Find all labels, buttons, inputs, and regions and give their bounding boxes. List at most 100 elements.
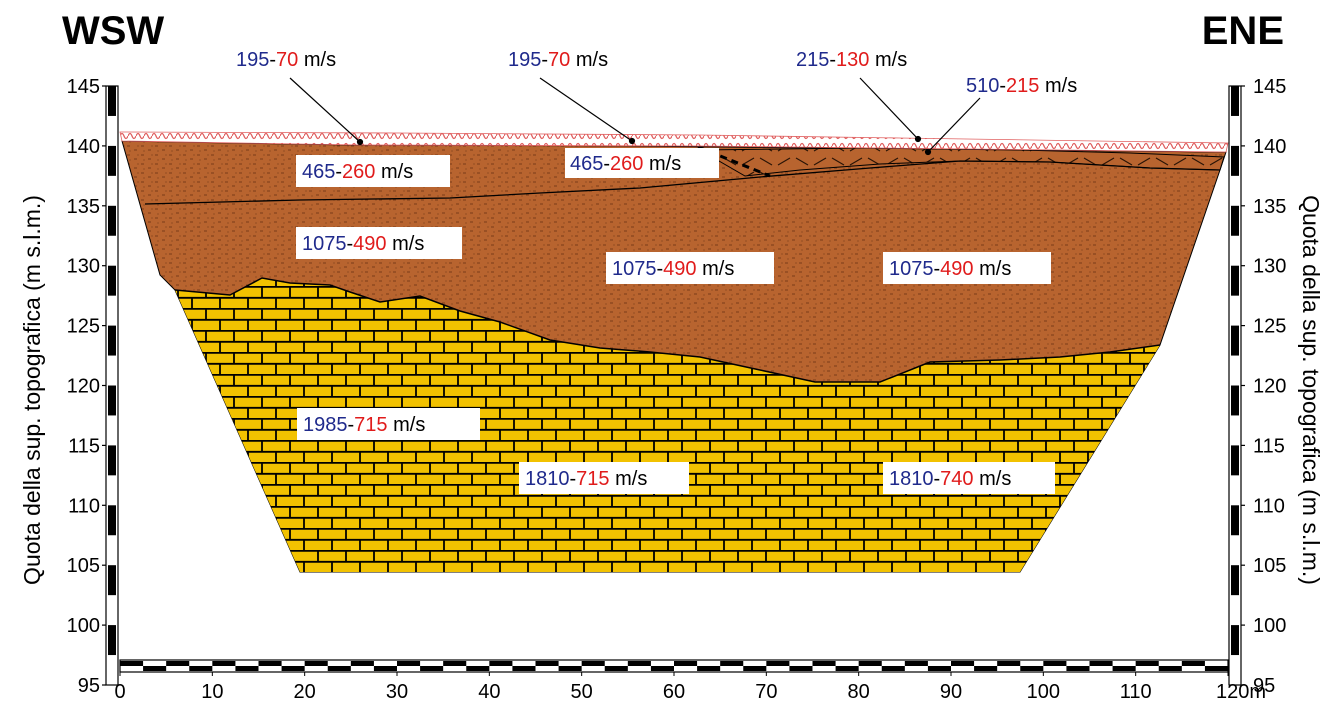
x-tick-label: 60 [663,681,685,703]
scale-bar-segment [1231,445,1239,476]
y-tick-label: 130 [1253,256,1286,278]
scale-bar-segment [108,86,116,116]
x-scale-bar-segment [951,661,975,666]
scale-bar-segment [1231,86,1239,116]
scale-bar-segment [108,145,116,176]
scale-bar-segment [108,265,116,296]
x-scale-bar-segment [881,666,905,671]
surface-cover [119,131,1229,153]
scale-bar-segment [1231,205,1239,236]
scale-bar-segment [1231,565,1239,596]
x-scale-bar-segment [1020,666,1044,671]
scale-bar-segment [108,625,116,656]
x-scale-bar-segment [674,661,698,666]
y-tick-label: 100 [1253,615,1286,637]
x-scale-bar-segment [581,661,605,666]
y-tick-label: 95 [1253,675,1275,697]
x-scale-bar-segment [974,666,998,671]
velocity-label: 195-70 m/s [236,49,336,71]
x-scale-bar-segment [512,666,536,671]
upper-boundary [144,160,1221,205]
scale-bar-segment [108,325,116,356]
x-scale-bar-segment [235,666,259,671]
x-scale-bar-segment [166,661,190,666]
y-tick-label: 105 [67,555,100,577]
x-scale-bar-segment [904,661,928,666]
x-scale-bar-segment [420,666,444,671]
y-axis-title-left: Quota della sup. topografica (m s.l.m.) [19,195,45,585]
x-scale-bar-segment [1112,666,1136,671]
y-tick-label: 125 [67,316,100,338]
scale-bar-segment [108,565,116,596]
velocity-labels: 195-70 m/s 195-70 m/s 215-130 m/s 510-21… [236,49,1077,490]
velocity-label: 465-260 m/s [302,161,413,183]
x-scale-bar-segment [766,661,790,666]
x-scale-bar-segment [1158,666,1182,671]
x-scale-bar-segment [1066,666,1090,671]
x-scale-bar-segment [489,661,513,666]
x-scale-bar-segment [304,661,328,666]
x-tick-label: 100 [1027,681,1060,703]
y-tick-label: 145 [1253,76,1286,98]
rock-bedrock [175,278,1160,572]
scale-bar-segment [1231,145,1239,176]
scale-bar-segment [1231,265,1239,296]
scale-bar-segment [1231,325,1239,356]
x-tick-label: 70 [755,681,777,703]
x-scale-bar-segment [143,666,167,671]
velocity-label: 1075-490 m/s [612,258,734,280]
x-scale-bar-segment [258,661,282,666]
y-tick-label: 135 [67,196,100,218]
y-tick-label: 140 [1253,136,1286,158]
y-tick-label: 120 [67,376,100,398]
x-tick-label: 10 [201,681,223,703]
x-tick-label: 30 [386,681,408,703]
x-scale-bar-segment [720,661,744,666]
velocity-label: 510-215 m/s [966,75,1077,97]
leader-lines [289,77,981,156]
scale-bar-segment [1231,625,1239,656]
y-tick-label: 110 [1253,495,1285,517]
x-scale-bar-segment [858,661,882,666]
x-scale-bar-segment [212,661,236,666]
x-tick-label: 50 [571,681,593,703]
x-scale-bar-segment [743,666,767,671]
scale-bar-segment [108,205,116,236]
x-scale-bar-segment [927,666,951,671]
velocity-label: 1810-715 m/s [525,468,647,490]
y-tick-label: 135 [1253,196,1286,218]
velocity-label: 1985-715 m/s [303,414,425,436]
x-tick-label: 80 [848,681,870,703]
x-scale-bar-segment [789,666,813,671]
y-axis-title-right: Quota della sup. topografica (m s.l.m.) [1298,195,1324,585]
direction-label-right: ENE [1202,9,1284,53]
y-tick-label: 125 [1253,316,1286,338]
x-scale-bar-segment [281,666,305,671]
x-scale-bar-segment [812,661,836,666]
label-boxes [296,148,1055,494]
x-scale-bar-segment [443,661,467,666]
x-scale-bar-segment [558,666,582,671]
x-scale-bar-segment [189,666,213,671]
x-tick-label: 20 [294,681,316,703]
x-scale-bar-segment [650,666,674,671]
y-tick-label: 105 [1253,555,1286,577]
y-tick-label: 110 [68,495,100,517]
geologic-section [119,131,1229,573]
x-scale-bar-segment [997,661,1021,666]
x-scale-bar-segment [397,661,421,666]
bedrock-boundary [174,277,1161,383]
x-tick-label: 90 [940,681,962,703]
velocity-label: 1075-490 m/s [302,233,424,255]
scale-bar-segment [1231,385,1239,416]
velocity-label: 195-70 m/s [508,49,608,71]
x-scale-bar-segment [627,661,651,666]
velocity-label: 465-260 m/s [570,153,681,175]
x-scale-bar-segment [120,661,144,666]
x-scale-bar-segment [1204,666,1228,671]
